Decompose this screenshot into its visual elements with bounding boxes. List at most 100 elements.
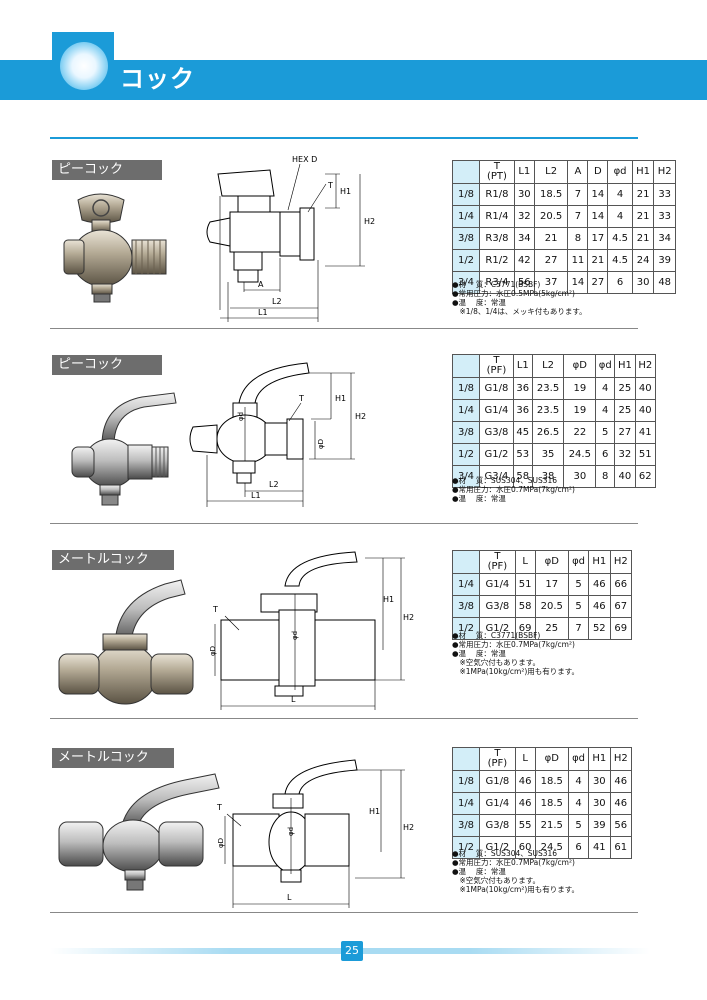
dim-label-phiD: φD bbox=[317, 439, 325, 449]
table-cell: 21 bbox=[631, 205, 655, 228]
dim-label-h2: H2 bbox=[403, 613, 414, 622]
table-cell: R3/8 bbox=[479, 227, 515, 250]
table-cell: 7 bbox=[567, 205, 589, 228]
page-number: 25 bbox=[341, 941, 363, 961]
table-cell: 20.5 bbox=[533, 205, 569, 228]
table-cell: 61 bbox=[609, 836, 633, 859]
section-divider bbox=[50, 912, 638, 913]
dim-label-a: A bbox=[258, 280, 264, 289]
table-cell: 56 bbox=[513, 271, 535, 294]
spec-table-1: T (PT) L1 L2 A D φd H1 H2 1/8 R1/8 30 18… bbox=[452, 160, 676, 294]
table-cell: 35 bbox=[531, 443, 565, 466]
table-row: 3/4 R3/4 56 37 14 27 6 30 48 bbox=[452, 271, 676, 294]
table-cell: 40 bbox=[634, 377, 657, 400]
column-header: H2 bbox=[609, 550, 633, 574]
table-cell: 6 bbox=[595, 443, 616, 466]
dim-label-h1: H1 bbox=[369, 807, 380, 816]
dim-label-phid: φd bbox=[287, 827, 295, 836]
size-cell: 1/4 bbox=[452, 399, 480, 422]
dim-label-phiD: φD bbox=[209, 646, 217, 656]
table-cell: 7 bbox=[568, 617, 590, 640]
table-cell: 22 bbox=[563, 421, 597, 444]
table-cell: R1/8 bbox=[479, 183, 515, 206]
table-cell: 14 bbox=[587, 205, 609, 228]
size-cell: 3/4 bbox=[452, 271, 480, 294]
table-cell: 19 bbox=[563, 399, 597, 422]
table-cell: 36 bbox=[512, 399, 533, 422]
column-header: H1 bbox=[588, 747, 611, 771]
table-cell: G1/4 bbox=[479, 399, 514, 422]
product-photo-4 bbox=[58, 773, 220, 891]
table-row: 1/2 G1/2 60 24.5 6 41 61 bbox=[452, 836, 633, 859]
table-cell: R1/2 bbox=[479, 249, 515, 272]
table-row: 1/2 G1/2 53 35 24.5 6 32 51 bbox=[452, 443, 657, 466]
note-line: ●常用圧力：水圧0.5MPa(5kg/cm²) bbox=[452, 289, 575, 298]
table-cell: 34 bbox=[513, 227, 535, 250]
table-cell: 5 bbox=[595, 421, 616, 444]
table-header-row: T (PF) L1 L2 φD φd H1 H2 bbox=[452, 354, 657, 378]
spec-notes-1: ●材 質：C3771(BSBF) ●常用圧力：水圧0.5MPa(5kg/cm²)… bbox=[452, 280, 587, 316]
table-cell: 39 bbox=[588, 814, 611, 837]
table-cell: 30 bbox=[588, 770, 611, 793]
table-cell: 62 bbox=[634, 465, 657, 488]
size-cell: 3/8 bbox=[452, 227, 480, 250]
table-cell: 46 bbox=[588, 595, 611, 618]
table-cell: G1/4 bbox=[479, 573, 516, 596]
table-cell: 8 bbox=[567, 227, 589, 250]
table-corner bbox=[452, 354, 480, 378]
column-header: L2 bbox=[531, 354, 565, 378]
table-cell: 46 bbox=[514, 770, 536, 793]
table-cell: 21.5 bbox=[534, 814, 570, 837]
column-header: φD bbox=[563, 354, 597, 378]
table-cell: 33 bbox=[653, 183, 676, 206]
spec-notes-4: ●材 質：SUS304、SUS316 ●常用圧力：水圧0.7MPa(7kg/cm… bbox=[452, 849, 579, 894]
dim-label-l1: L1 bbox=[258, 308, 268, 317]
table-cell: 46 bbox=[609, 792, 633, 815]
product-photo-3 bbox=[58, 579, 194, 705]
table-cell: G1/2 bbox=[479, 617, 516, 640]
note-line: ●常用圧力：水圧0.7MPa(7kg/cm²) bbox=[452, 640, 575, 649]
column-header: A bbox=[567, 160, 589, 184]
section-divider bbox=[50, 523, 638, 524]
size-cell: 1/4 bbox=[452, 205, 480, 228]
table-cell: 27 bbox=[614, 421, 636, 444]
table-row: 3/8 R3/8 34 21 8 17 4.5 21 34 bbox=[452, 227, 676, 250]
table-cell: 11 bbox=[567, 249, 589, 272]
size-cell: 1/4 bbox=[452, 792, 480, 815]
table-row: 1/2 G1/2 69 25 7 52 69 bbox=[452, 617, 633, 640]
section-divider bbox=[50, 328, 638, 329]
column-header: φd bbox=[568, 747, 590, 771]
column-header: T (PF) bbox=[479, 354, 514, 378]
note-line: ※空気穴付もあります。 bbox=[452, 658, 541, 667]
table-cell: 5 bbox=[568, 814, 590, 837]
table-cell: 4 bbox=[607, 205, 633, 228]
dim-label-l2: L2 bbox=[272, 297, 282, 306]
table-cell: 5 bbox=[568, 573, 590, 596]
dim-label-l: L bbox=[287, 893, 292, 902]
dim-label-hex: HEX D bbox=[292, 155, 317, 164]
column-header: L1 bbox=[513, 160, 535, 184]
table-cell: 46 bbox=[609, 770, 633, 793]
table-corner bbox=[452, 747, 480, 771]
column-header: φd bbox=[607, 160, 633, 184]
column-header: φd bbox=[568, 550, 590, 574]
table-cell: 23.5 bbox=[531, 377, 565, 400]
table-cell: 24 bbox=[631, 249, 655, 272]
glow-orb-icon bbox=[60, 42, 108, 90]
table-cell: 32 bbox=[513, 205, 535, 228]
table-cell: 33 bbox=[653, 205, 676, 228]
table-cell: 42 bbox=[513, 249, 535, 272]
table-cell: R3/4 bbox=[479, 271, 515, 294]
product-photo-2 bbox=[71, 392, 177, 506]
spec-table-2: T (PF) L1 L2 φD φd H1 H2 1/8 G1/8 36 23.… bbox=[452, 354, 657, 488]
table-cell: 34 bbox=[653, 227, 676, 250]
table-cell: 17 bbox=[534, 573, 570, 596]
dim-label-t: T bbox=[216, 803, 222, 812]
spec-notes-2: ●材 質：SUS304、SUS316 ●常用圧力：水圧0.7MPa(7kg/cm… bbox=[452, 476, 575, 503]
table-cell: 53 bbox=[512, 443, 533, 466]
table-cell: 25 bbox=[614, 377, 636, 400]
dim-label-phid: φd bbox=[237, 412, 245, 421]
page-title: コック bbox=[120, 65, 195, 93]
section-divider-top bbox=[50, 137, 638, 139]
column-header: φD bbox=[534, 550, 570, 574]
